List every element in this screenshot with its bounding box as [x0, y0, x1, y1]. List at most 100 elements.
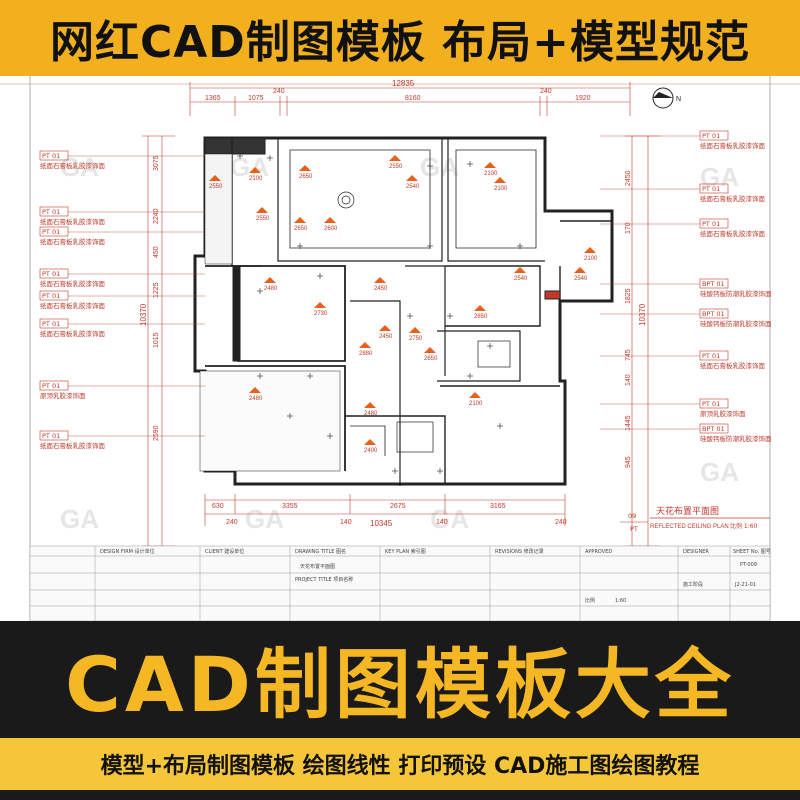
- downlight-icon: [297, 243, 303, 249]
- label-text: 纸面石膏板乳胶漆饰面: [700, 141, 766, 150]
- ceiling-height-value: 2650: [299, 174, 313, 180]
- ceiling-height-value: 2730: [314, 311, 328, 317]
- height-triangle-icon: [364, 402, 376, 408]
- ceiling-height-marker: 2400: [364, 439, 378, 454]
- watermark-ga: GA: [430, 504, 469, 534]
- ceiling-height-value: 2480: [364, 411, 378, 417]
- dim-bottom: 3355: [282, 503, 298, 510]
- dim-bottom: 630: [212, 503, 224, 510]
- tb-revisions: REVISIONS 修改记录: [495, 548, 544, 555]
- downlight-icon: [487, 343, 493, 349]
- downlight-icon: [287, 413, 293, 419]
- ceiling-height-marker: 2100: [249, 167, 263, 182]
- height-triangle-icon: [249, 167, 261, 173]
- label-code: PT 01: [42, 270, 60, 278]
- ceiling-height-marker: 2550: [256, 207, 270, 222]
- label-tag-box: [39, 150, 69, 161]
- label-text: 纸面石膏板乳胶漆饰面: [700, 194, 766, 203]
- dim-top: 240: [540, 88, 552, 95]
- label-code: BPT 01: [702, 310, 725, 318]
- ceiling-height-value: 2400: [364, 448, 378, 454]
- label-code: PT 01: [42, 382, 60, 390]
- label-text: 原顶乳胶漆饰面: [40, 391, 86, 400]
- height-triangle-icon: [514, 267, 526, 273]
- top-banner: 网红CAD制图模板 布局+模型规范: [0, 0, 800, 76]
- ceiling-height-marker: 2550: [389, 155, 403, 170]
- dim-left: 3075: [153, 155, 160, 171]
- dim-bottom: 2675: [390, 503, 406, 510]
- ceiling-height-marker: 2480: [264, 277, 278, 292]
- label-text: 纸面石膏板乳胶漆饰面: [40, 301, 106, 310]
- ceiling-height-value: 2450: [379, 334, 393, 340]
- watermark-ga: GA: [60, 152, 99, 182]
- label-text: 硅酸钙板防潮乳胶漆饰面: [700, 289, 772, 298]
- ceiling-height-value: 2100: [494, 186, 508, 192]
- downlight-icon: [467, 373, 473, 379]
- ceiling-height-marker: 2850: [474, 305, 488, 320]
- label-code: PT 01: [702, 400, 720, 408]
- plan-title-en: REFLECTED CEILING PLAN: [650, 524, 729, 530]
- downlight-icon: [327, 433, 333, 439]
- dim-left: 2240: [153, 208, 160, 224]
- title-block-text: DESIGN FIRM 设计单位 CLIENT 建设单位 DRAWING TIT…: [100, 548, 771, 604]
- tb-scale-label: 比例: [585, 597, 595, 604]
- label-tag-box: [699, 218, 729, 229]
- ceiling-height-value: 2480: [249, 396, 263, 402]
- downlight-icon: [437, 468, 443, 474]
- downlight-icon: [267, 155, 273, 161]
- bottom-dimensions: [204, 494, 566, 526]
- height-triangle-icon: [249, 387, 261, 393]
- dim-left: 1015: [153, 332, 160, 348]
- tb-scale-value: 1:60: [615, 598, 626, 604]
- title-block: [29, 545, 771, 621]
- label-tag-box: [699, 423, 729, 434]
- label-tag-box: [39, 290, 69, 301]
- label-code: PT 01: [42, 292, 60, 300]
- ceiling-height-marker: 2100: [469, 392, 483, 407]
- tb-sheet-no: SHEET No. 图号: [733, 549, 771, 555]
- label-tag-box: [699, 398, 729, 409]
- label-text: 纸面石膏板乳胶漆饰面: [40, 279, 106, 288]
- top-dimensions: [189, 82, 631, 116]
- dim-top: 1365: [205, 95, 221, 102]
- ceiling-height-value: 2600: [324, 226, 338, 232]
- tb-sheet-value: PT-009: [740, 562, 757, 568]
- label-text: 硅酸钙板防潮乳胶漆饰面: [700, 319, 772, 328]
- dim-right: 1825: [625, 288, 632, 304]
- ceiling-height-marker: 2100: [494, 177, 508, 192]
- label-tag-box: [699, 350, 729, 361]
- label-tag-box: [39, 430, 69, 441]
- height-triangle-icon: [364, 439, 376, 445]
- plan-title-block: 09 PT 天花布置平面图 REFLECTED CEILING PLAN 比例 …: [620, 505, 770, 533]
- dim-top: 240: [273, 88, 285, 95]
- tb-project-title: PROJECT TITLE 项目名称: [295, 576, 353, 583]
- dim-right: 1445: [625, 415, 632, 431]
- floor-plan-walls: [193, 136, 614, 486]
- label-text: 纸面石膏板乳胶漆饰面: [700, 361, 766, 370]
- plan-sheet: PT: [630, 525, 638, 533]
- watermark-ga: GA: [60, 504, 99, 534]
- ceiling-height-value: 2100: [469, 401, 483, 407]
- ceiling-height-value: 2650: [424, 356, 438, 362]
- downlight-icon: [497, 423, 503, 429]
- ceiling-height-value: 2750: [409, 336, 423, 342]
- label-text: 原顶乳胶漆饰面: [700, 409, 746, 418]
- downlight-icon: [257, 288, 263, 294]
- dim-top: 1920: [575, 95, 591, 102]
- north-label: N: [676, 96, 681, 103]
- tb-key-plan: KEY PLAN 索引图: [385, 548, 426, 555]
- ceiling-height-value: 2100: [484, 171, 498, 177]
- tb-design-firm: DESIGN FIRM 设计单位: [100, 548, 155, 555]
- dim-left: 450: [153, 246, 160, 258]
- label-text: 纸面石膏板乳胶漆饰面: [40, 329, 106, 338]
- big-title: CAD制图模板大全: [65, 640, 735, 729]
- downlight-icon: [447, 313, 453, 319]
- label-text: 纸面石膏板乳胶漆饰面: [40, 441, 106, 450]
